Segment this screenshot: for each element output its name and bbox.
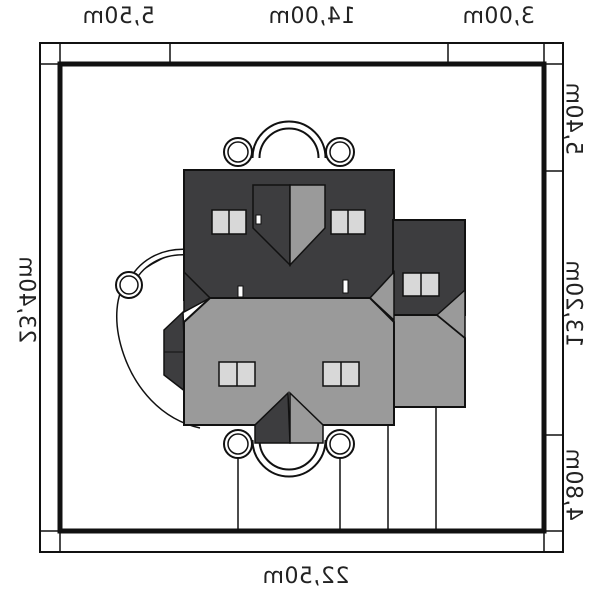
skylight	[330, 209, 366, 235]
dim-top-right: 3,00m	[462, 4, 535, 29]
dim-bottom: 22,50m	[262, 564, 350, 589]
skylight	[218, 361, 256, 387]
column-circle	[329, 433, 351, 455]
skylight	[211, 209, 247, 235]
dormer-roof	[289, 184, 326, 267]
column-circle	[227, 141, 249, 163]
skylight	[402, 272, 440, 297]
dim-right-top: 5,40m	[560, 82, 586, 155]
vent	[342, 279, 349, 294]
dim-right-bottom: 4,80m	[560, 448, 586, 521]
dim-right-middle: 13,20m	[560, 259, 586, 348]
column-circle	[227, 433, 249, 455]
vent	[237, 285, 244, 298]
outer-frame	[39, 42, 564, 553]
dim-top-left: 5,50m	[82, 4, 155, 29]
column-circle	[119, 275, 139, 295]
dim-left: 23,40m	[13, 255, 39, 344]
skylight	[322, 361, 360, 387]
top-arch	[253, 122, 325, 159]
right-wing-roof-dark	[392, 219, 466, 316]
column-circle	[329, 141, 351, 163]
main-roof-light	[183, 297, 395, 426]
dim-top-center: 14,00m	[268, 4, 356, 29]
bottom-arch	[253, 439, 325, 476]
vent	[255, 214, 262, 225]
